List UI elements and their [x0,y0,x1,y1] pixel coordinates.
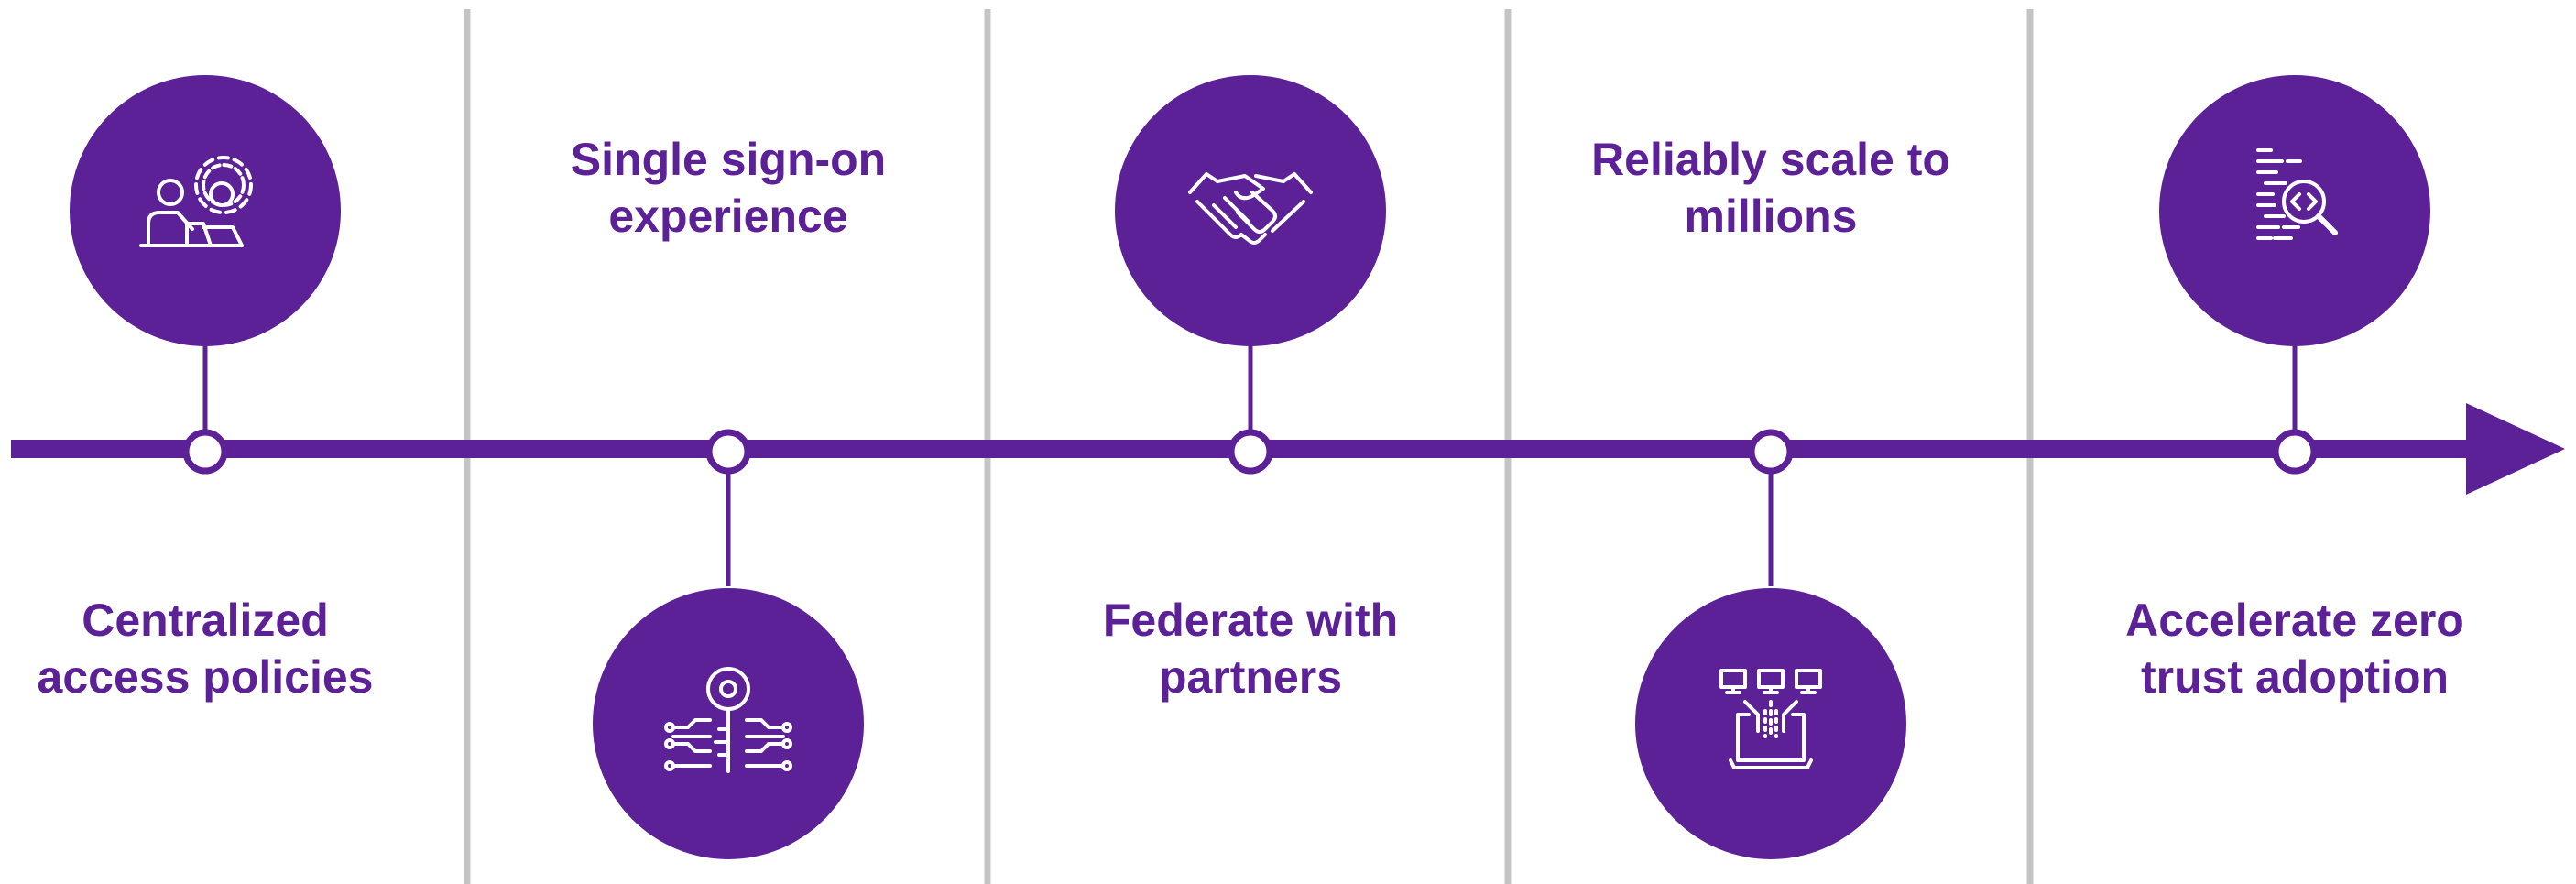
stage-label-centralized-access-policies: Centralized access policies [4,592,407,705]
timeline-nodes [182,429,2318,475]
stage-label-line: Single sign-on [570,134,887,185]
stage-label-federate-with-partners: Federate with partners [1049,592,1452,705]
timeline-node [2272,429,2318,475]
stage-label-accelerate-zero-trust: Accelerate zero trust adoption [2093,592,2496,705]
stage-label-line: experience [608,191,848,242]
stage-label-line: trust adoption [2140,651,2450,703]
stage-label-line: Federate with [1102,595,1399,646]
timeline-node [182,429,228,475]
stage-label-line: Accelerate zero [2125,595,2464,646]
connectors [202,344,2298,586]
network-scale-icon [1719,669,1822,769]
handshake-icon [1188,172,1313,245]
stage-label-reliably-scale: Reliably scale to millions [1569,131,1972,245]
digital-key-icon [664,667,792,773]
code-inspection-icon [2256,148,2338,240]
timeline-node [705,429,751,475]
admin-settings-icon [139,156,253,247]
stage-label-line: millions [1684,191,1858,242]
stage-label-single-sign-on: Single sign-on experience [527,131,930,245]
timeline-node [1228,429,1273,475]
icon-disc [2159,75,2430,346]
timeline-arrowhead [2466,403,2565,495]
stage-label-line: Centralized [82,595,329,646]
timeline-node [1748,429,1794,475]
icon-disc [70,75,341,346]
icon-disc [1115,75,1386,346]
stage-label-line: access policies [37,651,374,703]
stage-label-line: partners [1158,651,1343,703]
stage-label-line: Reliably scale to [1591,134,1950,185]
